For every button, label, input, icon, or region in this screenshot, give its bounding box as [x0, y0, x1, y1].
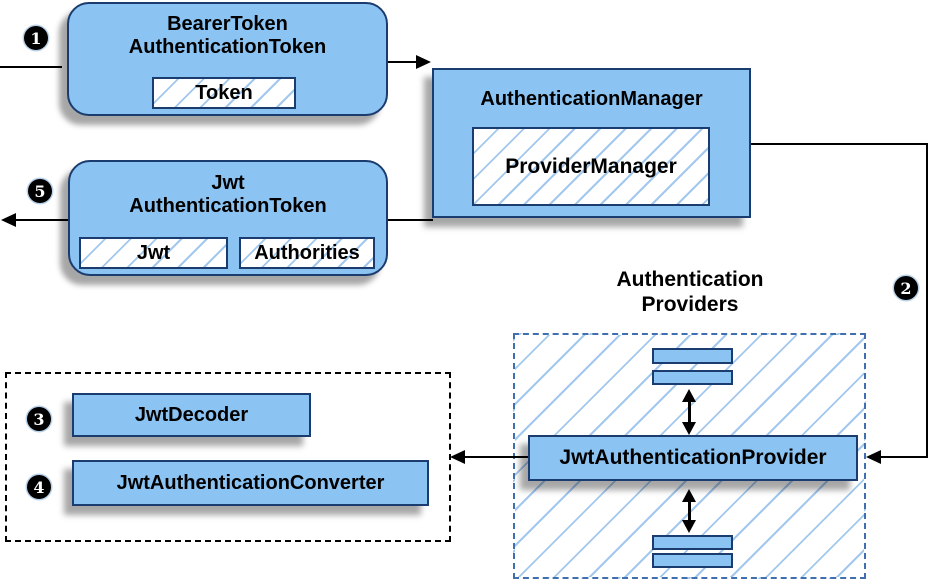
provider-list-item-bar [652, 535, 733, 550]
jwt-authentication-token-node: Jwt AuthenticationToken Jwt Authorities [68, 160, 388, 276]
arrow-up-icon [682, 389, 696, 402]
manager-to-jwt-line [388, 219, 433, 221]
left-arrowhead-icon [450, 450, 465, 464]
outgoing-result-line [14, 219, 69, 221]
double-arrow-icon [681, 389, 697, 435]
provider-list-item-bar [652, 370, 733, 385]
provider-list-item-bar [652, 348, 733, 364]
jwt-decoder-label: JwtDecoder [134, 403, 249, 426]
token-subnode: Token [152, 77, 296, 109]
elbow-to-provider-line [880, 456, 928, 458]
step-1-badge: 1 [24, 26, 48, 50]
arrow-down-icon [682, 520, 696, 533]
incoming-request-line [0, 66, 62, 68]
right-arrowhead-icon [416, 55, 431, 69]
title-line: AuthenticationToken [128, 36, 327, 58]
node-title: BearerToken AuthenticationToken [69, 13, 386, 59]
jwt-decoder-node: JwtDecoder [72, 393, 311, 437]
arrow-shaft [687, 398, 691, 426]
bearer-to-manager-line [388, 61, 418, 63]
jwt-subnode: Jwt [79, 237, 228, 269]
node-title: AuthenticationManager [434, 88, 749, 111]
title-line: Jwt [211, 172, 245, 194]
double-arrow-icon [681, 489, 697, 533]
left-arrowhead-icon [866, 450, 881, 464]
step-2-badge: 2 [894, 276, 918, 300]
jwt-authentication-provider-node: JwtAuthenticationProvider [528, 435, 858, 481]
heading-line: Providers [641, 293, 739, 316]
arrow-shaft [687, 498, 691, 524]
heading-line: Authentication [616, 268, 764, 291]
step-5-badge: 5 [28, 179, 52, 203]
manager-right-line [751, 143, 928, 145]
step-number: 5 [34, 181, 46, 201]
title-line: AuthenticationToken [129, 195, 327, 217]
left-arrowhead-icon [1, 213, 16, 227]
provider-list-item-bar [652, 553, 733, 568]
authorities-subnode: Authorities [239, 237, 375, 269]
jwt-authentication-converter-label: JwtAuthenticationConverter [116, 471, 385, 494]
step-number: 1 [30, 28, 42, 48]
title-line: AuthenticationManager [480, 88, 703, 110]
right-elbow-vertical-line [926, 143, 928, 458]
title-line: BearerToken [167, 13, 288, 35]
provider-manager-subnode: ProviderManager [472, 127, 710, 206]
node-title: Jwt AuthenticationToken [70, 172, 386, 218]
authentication-providers-heading: Authentication Providers [565, 267, 815, 317]
token-label: Token [195, 81, 253, 104]
step-3-badge: 3 [27, 407, 51, 431]
jwt-label: Jwt [136, 241, 171, 264]
provider-manager-label: ProviderManager [505, 154, 677, 178]
bearer-token-authentication-token-node: BearerToken AuthenticationToken Token [67, 2, 388, 116]
arrow-up-icon [682, 489, 696, 502]
jwt-authentication-converter-node: JwtAuthenticationConverter [72, 460, 429, 506]
step-number: 4 [33, 477, 45, 497]
step-number: 3 [33, 409, 45, 429]
arrow-down-icon [682, 422, 696, 435]
step-4-badge: 4 [27, 475, 51, 499]
provider-to-tools-line [464, 456, 528, 458]
step-number: 2 [900, 278, 912, 298]
authorities-label: Authorities [254, 241, 360, 264]
authentication-manager-node: AuthenticationManager ProviderManager [432, 68, 751, 218]
jwt-authentication-provider-label: JwtAuthenticationProvider [559, 446, 827, 469]
